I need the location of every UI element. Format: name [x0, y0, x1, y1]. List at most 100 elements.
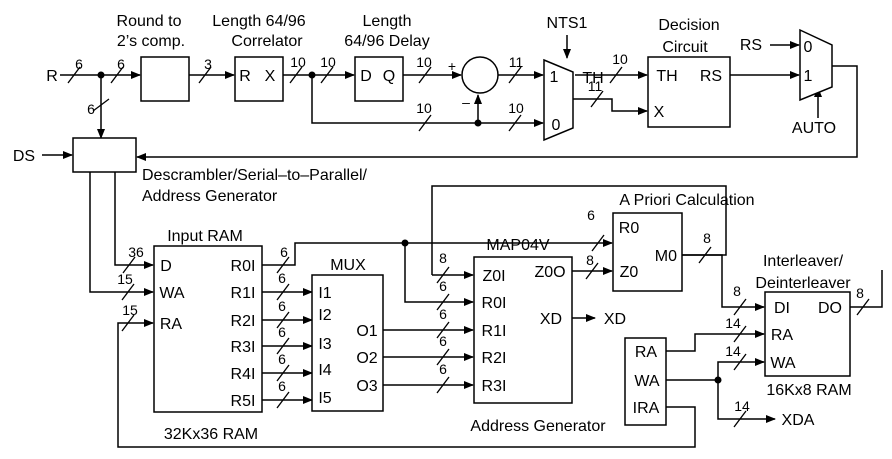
- junction-wa: [714, 376, 722, 384]
- port-map-r3i: R3I: [482, 378, 507, 395]
- port-int-ra: RA: [771, 327, 794, 344]
- bus-map-r3-width-label: 6: [439, 361, 447, 377]
- input-ram-block: [153, 245, 263, 413]
- port-map-r0i: R0I: [482, 295, 507, 312]
- port-ag-wa: WA: [634, 373, 660, 390]
- junctions: [97, 71, 722, 384]
- bus-ram-r3-width-label: 6: [278, 324, 286, 340]
- interleaver-block: [764, 291, 851, 377]
- bus-map-r3-slash: [436, 376, 450, 394]
- junction-corr: [308, 71, 316, 79]
- wire-corr-to-mux0: [311, 75, 544, 127]
- bus-round-out-slash: [198, 66, 212, 84]
- port-corr-r: R: [239, 68, 251, 85]
- summer-block: [461, 56, 499, 94]
- heading-map: MAP04V: [486, 237, 549, 254]
- bus-ram-r5-width-label: 6: [278, 378, 286, 394]
- junction-r: [97, 71, 105, 79]
- port-map-z0i: Z0I: [482, 268, 505, 285]
- decision-block: [647, 56, 731, 128]
- port-mux-i5: I5: [318, 390, 331, 407]
- port-int-do: DO: [818, 300, 842, 317]
- wire-ira-to-ra: [117, 319, 696, 448]
- port-mux-i3: I3: [318, 336, 331, 353]
- port-mux-o2: O2: [356, 350, 377, 367]
- delay-block: [354, 56, 404, 102]
- bus-corr-to-mux-slash: [418, 114, 432, 132]
- heading-nts: NTS1: [547, 15, 588, 32]
- bus-r-to-ds-width-label: 6: [87, 101, 95, 117]
- port-int-wa: WA: [770, 355, 796, 372]
- port-iram-r5i: R5I: [231, 393, 256, 410]
- bus-ram-r1-slash: [276, 283, 290, 301]
- port-iram-r0i: R0I: [231, 258, 256, 275]
- bus-ds-d-width-label: 36: [128, 244, 144, 260]
- bus-delay-out-width-label: 10: [416, 54, 432, 70]
- bus-ram-r0-slash: [276, 256, 290, 274]
- port-nts-1: 1: [550, 69, 559, 86]
- bus-corr-to-delay-width-label: 10: [320, 54, 336, 70]
- bus-map-r0-width-label: 6: [439, 278, 447, 294]
- bus-map-r2-slash: [436, 348, 450, 366]
- port-nts-0: 0: [552, 117, 561, 134]
- junction-r0i: [401, 239, 409, 247]
- port-int-di: DI: [774, 300, 790, 317]
- port-outmux-0: 0: [804, 39, 813, 56]
- bus-z0o-width-label: 8: [586, 252, 594, 268]
- bus-ds-d-slash: [122, 256, 136, 274]
- correlator-block: [234, 56, 284, 102]
- port-mux-o3: O3: [356, 378, 377, 395]
- bus-r-to-ds-slash: [92, 98, 110, 112]
- lower-wires: [89, 172, 883, 448]
- port-ag-ira: IRA: [633, 400, 660, 417]
- wire-ds-to-wa: [89, 172, 154, 296]
- heading-mux: MUX: [330, 257, 366, 274]
- wire-r0i-bus: [262, 239, 613, 266]
- wire-mux-to-x: [573, 98, 648, 115]
- port-map-r1i: R1I: [482, 323, 507, 340]
- bus-nts-to-x-slash: [590, 90, 604, 108]
- heading-descrambler-1: Descrambler/Serial–to–Parallel/: [142, 167, 368, 184]
- bus-ram-r3-slash: [276, 337, 290, 355]
- heading-addr-gen: Address Generator: [470, 418, 606, 435]
- bus-map-r2-width-label: 6: [439, 333, 447, 349]
- port-mux-o1: O1: [356, 323, 377, 340]
- bus-ds-ra-slash: [121, 314, 135, 332]
- bus-mux0-in-slash: [508, 114, 522, 132]
- bus-ds-wa-slash: [121, 283, 135, 301]
- signal-rs: RS: [740, 37, 762, 54]
- bus-sum-out-slash: [508, 66, 522, 84]
- signal-xda: XDA: [782, 412, 815, 429]
- heading-delay-2: 64/96 Delay: [344, 33, 429, 50]
- port-decision-rs: RS: [700, 68, 722, 85]
- bus-width-slashes: [67, 66, 870, 428]
- bus-ram-r0-width-label: 6: [280, 244, 288, 260]
- bus-apr-r0-width-label: 6: [587, 207, 595, 223]
- bus-ram-r1-width-label: 6: [278, 270, 286, 286]
- bus-mux0-in-width-label: 10: [508, 100, 524, 116]
- bus-apr-r0-slash: [591, 234, 605, 252]
- bus-sum-out-width-label: 11: [509, 54, 524, 70]
- port-mux-i2: I2: [318, 307, 331, 324]
- port-sum-minus: –: [462, 94, 470, 110]
- bus-nts-out-width-label: 10: [612, 51, 628, 67]
- bus-ram-r4-slash: [276, 364, 290, 382]
- bus-r-in-width-label: 6: [75, 56, 83, 72]
- wire-ag-ra: [666, 330, 765, 352]
- bus-m0-slash: [698, 246, 712, 264]
- heading-correlator-2: Correlator: [231, 33, 303, 50]
- output-mux-block: [799, 28, 833, 102]
- port-iram-r4i: R4I: [231, 366, 256, 383]
- bus-corr-out-slash: [289, 66, 303, 84]
- heading-interleaver-2: Deinterleaver: [755, 275, 851, 292]
- bus-do-width-label: 8: [856, 285, 864, 301]
- wire-r0i-to-map: [404, 243, 474, 306]
- port-outmux-1: 1: [804, 68, 813, 85]
- bus-ra-width-label: 14: [725, 315, 741, 331]
- bus-corr-to-mux-width-label: 10: [416, 100, 432, 116]
- descrambler-block: [72, 137, 137, 173]
- bus-z0o-slash: [585, 262, 599, 280]
